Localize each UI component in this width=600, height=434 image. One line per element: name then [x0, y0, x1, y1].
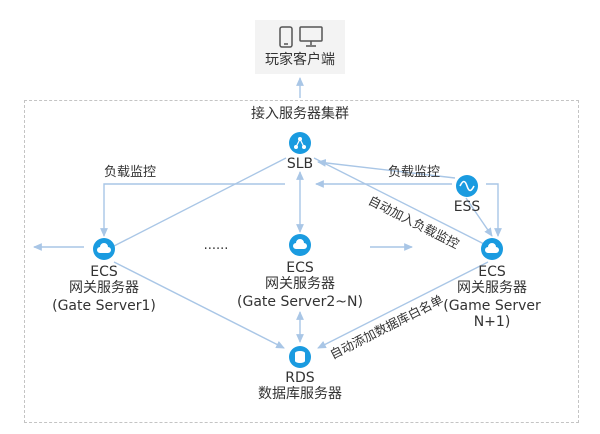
mobile-phone-icon [279, 26, 293, 48]
monitor-left-line [100, 183, 285, 237]
monitor-right-label: 负载监控 [388, 165, 441, 180]
ecs-left-name: ECS [90, 264, 118, 280]
autoscaling-icon [456, 175, 478, 197]
ess-right-ecs-line [486, 183, 502, 237]
ecs-mid-role: 网关服务器 [265, 276, 335, 292]
ess-label: ESS [453, 199, 481, 215]
ecs-right-role: 网关服务器 [457, 280, 527, 296]
cluster-label: 接入服务器集群 [240, 106, 360, 122]
monitor-left-label: 负载监控 [104, 165, 157, 180]
cloud-server-icon [93, 238, 115, 260]
ess-right-ecs-link [465, 197, 493, 237]
ess-slb-link [317, 159, 456, 179]
ecs-left-role: 网关服务器 [69, 280, 139, 296]
ecs-left-detail: (Gate Server1) [52, 298, 156, 314]
monitor-icon [299, 26, 323, 47]
client-box: 玩家客户端 [255, 20, 345, 74]
ecs-right-detail-2: N+1) [473, 314, 511, 330]
ecs-mid-name: ECS [286, 260, 314, 276]
left-ecs-rds-link [113, 261, 285, 349]
right-ecs-rds-link [317, 261, 489, 349]
slb-label: SLB [286, 156, 314, 172]
slb-left-ecs-link [113, 157, 287, 247]
ellipsis: ...... [203, 238, 229, 253]
cluster-boundary [24, 100, 579, 423]
rds-label: RDS [285, 370, 315, 386]
load-balancer-icon [289, 132, 311, 154]
database-icon [289, 346, 311, 368]
client-label: 玩家客户端 [265, 52, 335, 68]
cloud-server-icon [289, 234, 311, 256]
ecs-right-detail-1: (Game Server [443, 298, 541, 314]
slb-right-ecs-link [313, 157, 489, 247]
ecs-mid-detail: (Gate Server2~N) [237, 294, 363, 310]
rds-role: 数据库服务器 [258, 386, 342, 402]
cloud-server-icon [481, 238, 503, 260]
ecs-right-name: ECS [478, 264, 506, 280]
